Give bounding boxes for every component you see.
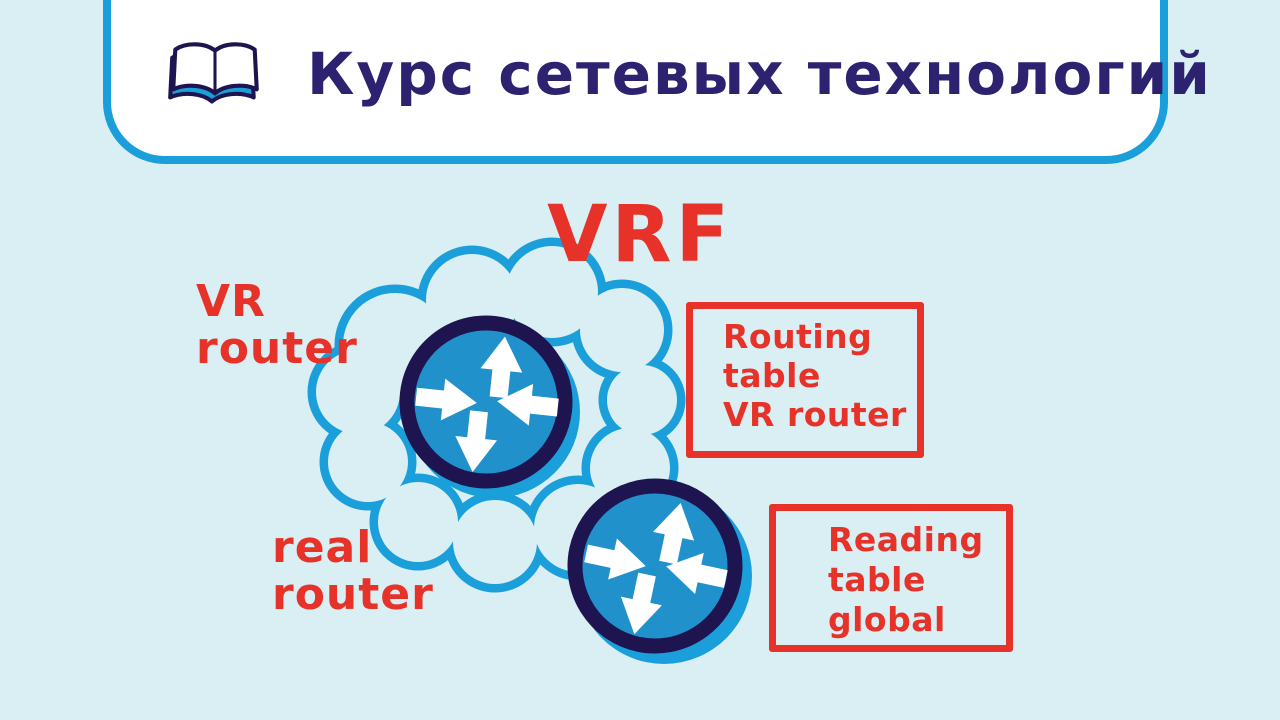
header-card: Курс сетевых технологий <box>103 0 1210 164</box>
reading-table-box: Reading table global <box>769 504 1013 652</box>
reading-table-box-line3: global <box>828 600 946 639</box>
router-disc <box>399 315 573 489</box>
page-title: Курс сетевых технологий <box>307 40 1212 108</box>
real-router-label-line2: router <box>272 569 434 620</box>
real-router-label-line1: real <box>272 522 373 573</box>
real-router-label: real router <box>272 524 434 618</box>
routing-table-box-line3: VR router <box>723 395 907 434</box>
vr-router-label-line2: router <box>196 323 358 374</box>
reading-table-box-line1: Reading <box>828 520 984 559</box>
router-icon <box>399 315 573 489</box>
routing-table-box-line2: table <box>723 356 821 395</box>
router-disc <box>567 478 743 654</box>
header-content: Курс сетевых технологий <box>159 28 1212 120</box>
router-icon <box>567 478 743 654</box>
vrf-heading: VRF <box>547 190 733 280</box>
reading-table-box-line2: table <box>828 560 926 599</box>
routing-table-box-line1: Routing <box>723 317 873 356</box>
vr-router-label-line1: VR <box>196 276 266 327</box>
open-book-icon <box>168 42 259 104</box>
routing-table-box: Routing table VR router <box>686 302 924 458</box>
vr-router-label: VR router <box>196 278 358 372</box>
